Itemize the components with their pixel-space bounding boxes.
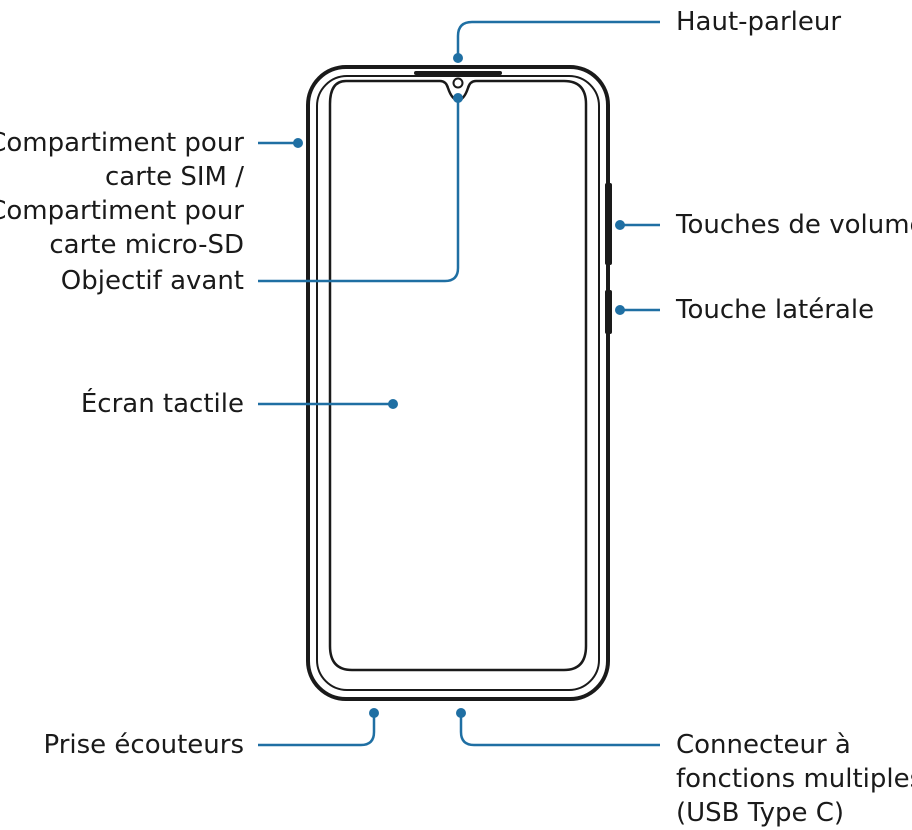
leader-dot-headset-jack [369,708,379,718]
label-front-camera-line-1: Objectif avant [60,266,244,296]
label-headset-jack: Prise écouteurs [43,728,244,762]
leader-headset-jack [258,713,376,747]
leader-dot-multipurpose-jack [456,708,466,718]
leader-dot-touchscreen [388,399,398,409]
label-side-key: Touche latérale [676,293,874,327]
label-speaker-line-1: Haut-parleur [676,7,842,37]
label-touchscreen-line-1: Écran tactile [80,389,244,419]
leader-dot-volume-keys [615,220,625,230]
label-side-key-line-1: Touche latérale [676,295,875,325]
side-key-shape [605,290,612,334]
touchscreen-outline [328,79,588,672]
label-headset-jack-line-1: Prise écouteurs [43,730,244,760]
leader-multipurpose-jack [459,713,660,747]
leader-speaker [456,20,660,58]
label-volume-keys: Touches de volume [676,208,912,242]
volume-keys-shape [605,183,612,265]
leader-dot-speaker [453,53,463,63]
phone-outer-body [306,65,610,701]
label-multipurpose-jack-line-3: (USB Type C) [676,798,845,828]
label-sim-tray-line-1: Compartiment pour [0,128,244,158]
label-volume-keys-line-1: Touches de volume [676,210,912,240]
label-multipurpose-jack-line-2: fonctions multiples [676,764,912,794]
label-speaker: Haut-parleur [676,5,841,39]
label-front-camera: Objectif avant [61,264,244,298]
label-multipurpose-jack: Connecteur à fonctions multiples (USB Ty… [676,728,912,830]
label-touchscreen: Écran tactile [81,387,244,421]
phone-inner-frame [316,75,600,691]
label-sim-tray-line-2: carte SIM / [104,162,244,192]
leader-dot-sim-tray [293,138,303,148]
leader-dot-side-key [615,305,625,315]
label-sim-tray: Compartiment pour carte SIM / Compartime… [0,126,244,262]
front-camera-lens [452,77,464,89]
label-multipurpose-jack-line-1: Connecteur à [676,730,851,760]
leader-front-camera [258,98,460,283]
leader-dot-front-camera [453,93,463,103]
label-sim-tray-line-3: Compartiment pour [0,196,244,226]
label-sim-tray-line-4: carte micro-SD [49,230,244,260]
